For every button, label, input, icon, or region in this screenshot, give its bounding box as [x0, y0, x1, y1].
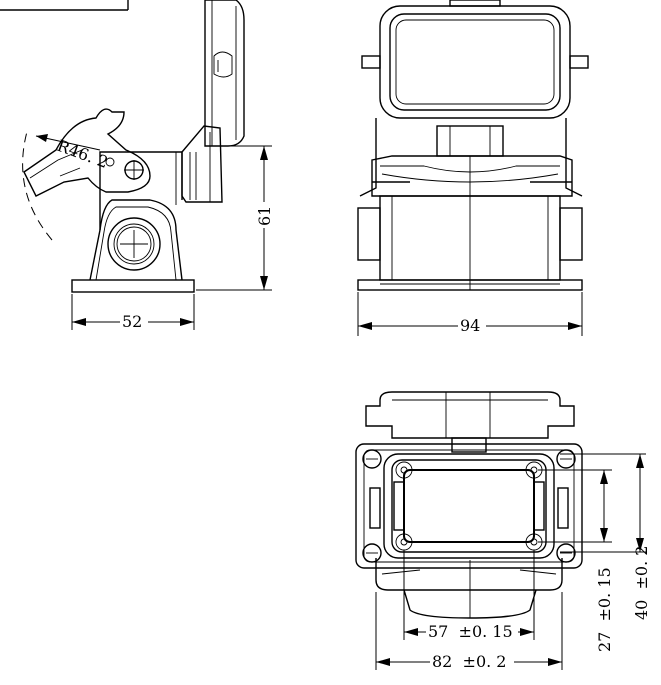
- bottom-view: 57 ±0. 15 82 ±0. 2 27 ±0. 15: [355, 391, 651, 671]
- side-hinge-block: [181, 125, 223, 203]
- dim-bottom-outer-height-label: 40 ±0. 2: [632, 546, 651, 620]
- bottom-cover: [365, 391, 575, 439]
- dim-bottom-inner-height: 27 ±0. 15: [538, 469, 614, 652]
- dim-side-width-label: 52: [122, 312, 142, 331]
- dim-bottom-inner-width-label: 57 ±0. 15: [428, 622, 513, 641]
- front-top-rim: [371, 155, 573, 197]
- locking-lever: [23, 108, 151, 197]
- dim-front-width-label: 94: [460, 316, 480, 335]
- bottom-flange: [355, 443, 583, 569]
- side-cable-entry: [107, 217, 161, 271]
- dim-bottom-outer-height: 40 ±0. 2: [560, 453, 651, 620]
- dim-front-width: 94: [357, 292, 583, 336]
- front-base: [357, 279, 583, 291]
- dim-bottom-outer-width: 82 ±0. 2: [375, 592, 563, 671]
- dim-side-height-label: 61: [255, 206, 274, 226]
- title-block-corner: [0, 0, 129, 11]
- swing-arc: [22, 127, 53, 241]
- front-view: 94: [357, 0, 589, 336]
- dim-side-width: 52: [71, 294, 195, 331]
- dim-bottom-outer-width-label: 82 ±0. 2: [432, 652, 506, 671]
- bottom-inner-frame: [369, 453, 569, 559]
- dim-side-height: 61: [196, 145, 274, 291]
- bottom-lower-housing: [375, 558, 563, 619]
- side-cover-open: [204, 0, 245, 147]
- side-view: R46. 2 61 52: [22, 0, 274, 331]
- front-hinge: [436, 125, 504, 157]
- radius-label: R46. 2: [55, 136, 111, 172]
- dim-bottom-inner-height-label: 27 ±0. 15: [595, 567, 614, 652]
- side-base-plate: [71, 279, 195, 293]
- dim-bottom-inner-width: 57 ±0. 15: [403, 550, 535, 641]
- front-cover-open: [361, 0, 589, 119]
